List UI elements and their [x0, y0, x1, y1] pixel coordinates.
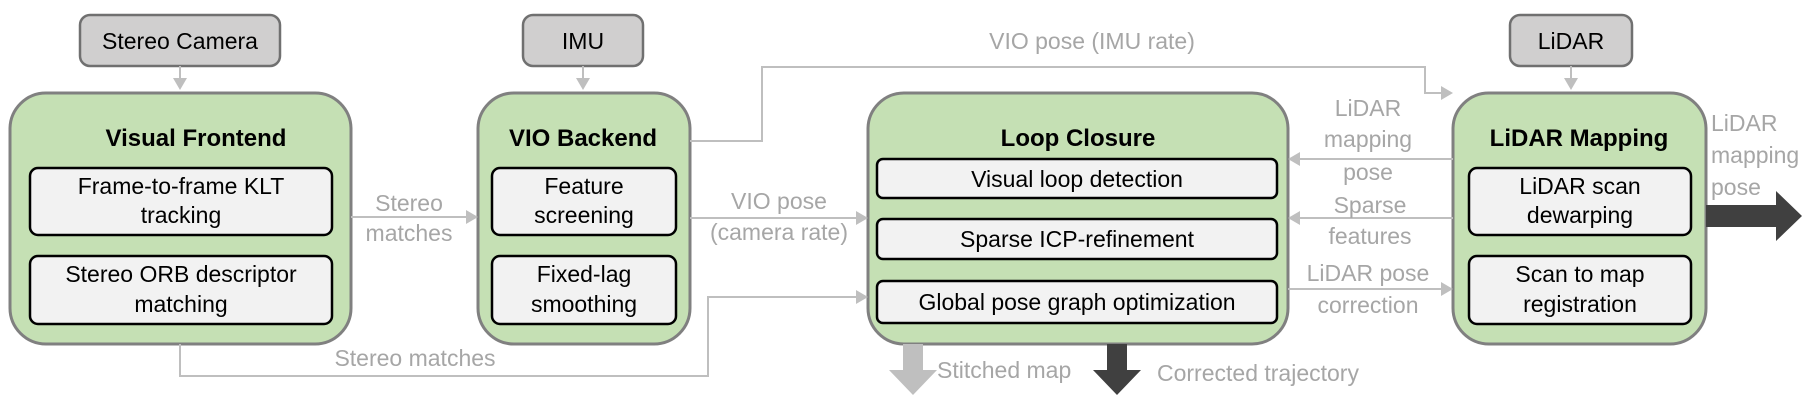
stitched-map-label: Stitched map	[937, 357, 1071, 383]
klt-tracking-block: Frame-to-frame KLT tracking	[28, 166, 334, 237]
lidar-mapping-pose-in-label-3: pose	[1343, 159, 1393, 185]
lidar-mapping-pose-arrow	[1288, 152, 1453, 166]
lidar-pose-correction-arrow	[1288, 282, 1453, 296]
pose-graph-optimization-block: Global pose graph optimization	[875, 279, 1279, 325]
loop-closure-title: Loop Closure	[1001, 125, 1156, 152]
klt-tracking-line-1: Frame-to-frame KLT	[78, 173, 285, 199]
feature-screening-block: Feature screening	[490, 166, 678, 237]
lidar-sensor: LiDAR	[1508, 13, 1634, 68]
stereo-matches-label-2: matches	[366, 220, 453, 246]
stitched-map-output-arrow	[889, 344, 937, 395]
lidar-mapping-pose-out-label-2: mapping	[1711, 142, 1799, 168]
scan-to-map-registration-block: Scan to map registration	[1467, 254, 1693, 326]
registration-line-2: registration	[1523, 291, 1637, 317]
stereo-matches-label-1: Stereo	[375, 190, 443, 216]
sparse-icp-label: Sparse ICP-refinement	[960, 226, 1195, 252]
vio-pose-imu-arrow	[690, 66, 1453, 142]
sparse-features-label-2: features	[1328, 223, 1411, 249]
lidar-pose-correction-label-2: correction	[1318, 292, 1419, 318]
imu-label: IMU	[562, 28, 604, 54]
lidar-scan-dewarping-block: LiDAR scan dewarping	[1467, 166, 1693, 237]
orb-matching-line-2: matching	[134, 291, 227, 317]
corrected-trajectory-output-arrow	[1093, 344, 1141, 395]
sparse-features-label-1: Sparse	[1334, 192, 1407, 218]
vio-pose-imu-label: VIO pose (IMU rate)	[989, 28, 1195, 54]
fixed-lag-line-2: smoothing	[531, 291, 637, 317]
stereo-camera-sensor: Stereo Camera	[78, 13, 282, 68]
stereo-matches-bottom-arrow	[179, 290, 868, 377]
lidar-mapping-module: LiDAR Mapping LiDAR scan dewarping Scan …	[1451, 91, 1708, 346]
pose-graph-optimization-label: Global pose graph optimization	[918, 289, 1235, 315]
vio-backend-title: VIO Backend	[509, 125, 657, 152]
sparse-icp-block: Sparse ICP-refinement	[875, 217, 1279, 261]
orb-matching-block: Stereo ORB descriptor matching	[28, 254, 334, 326]
lidar-mapping-title: LiDAR Mapping	[1490, 125, 1669, 152]
loop-closure-module: Loop Closure Visual loop detection Spars…	[866, 91, 1290, 346]
lidar-pose-correction-label-1: LiDAR pose	[1307, 260, 1430, 286]
stereo-matches-bottom-label: Stereo matches	[334, 345, 495, 371]
klt-tracking-line-2: tracking	[141, 202, 222, 228]
sensor-arrows	[173, 66, 1578, 90]
vio-pose-camera-label-1: VIO pose	[731, 188, 827, 214]
dewarping-line-1: LiDAR scan	[1519, 173, 1640, 199]
stereo-matches-arrow	[351, 210, 478, 224]
visual-frontend-title: Visual Frontend	[106, 125, 287, 152]
fixed-lag-smoothing-block: Fixed-lag smoothing	[490, 254, 678, 326]
visual-frontend-module: Visual Frontend Frame-to-frame KLT track…	[8, 91, 353, 346]
lidar-mapping-pose-out-label-3: pose	[1711, 174, 1761, 200]
feature-screening-line-1: Feature	[544, 173, 623, 199]
vio-pose-camera-arrow	[690, 211, 868, 225]
fixed-lag-line-1: Fixed-lag	[537, 261, 632, 287]
orb-matching-line-1: Stereo ORB descriptor	[65, 261, 297, 287]
stereo-camera-label: Stereo Camera	[102, 28, 258, 54]
vio-backend-module: VIO Backend Feature screening Fixed-lag …	[476, 91, 692, 346]
imu-sensor: IMU	[521, 13, 645, 68]
lidar-mapping-pose-output-arrow	[1706, 191, 1802, 241]
lidar-mapping-pose-out-label-1: LiDAR	[1711, 110, 1777, 136]
registration-line-1: Scan to map	[1515, 261, 1644, 287]
vio-pose-camera-label-2: (camera rate)	[710, 219, 848, 245]
visual-loop-detection-label: Visual loop detection	[971, 166, 1183, 192]
sparse-features-arrow	[1288, 211, 1453, 225]
lidar-label: LiDAR	[1538, 28, 1604, 54]
dewarping-line-2: dewarping	[1527, 202, 1633, 228]
lidar-mapping-pose-in-label-1: LiDAR	[1335, 95, 1401, 121]
visual-loop-detection-block: Visual loop detection	[875, 157, 1279, 200]
feature-screening-line-2: screening	[534, 202, 634, 228]
lidar-mapping-pose-in-label-2: mapping	[1324, 126, 1412, 152]
corrected-trajectory-label: Corrected trajectory	[1157, 360, 1359, 386]
